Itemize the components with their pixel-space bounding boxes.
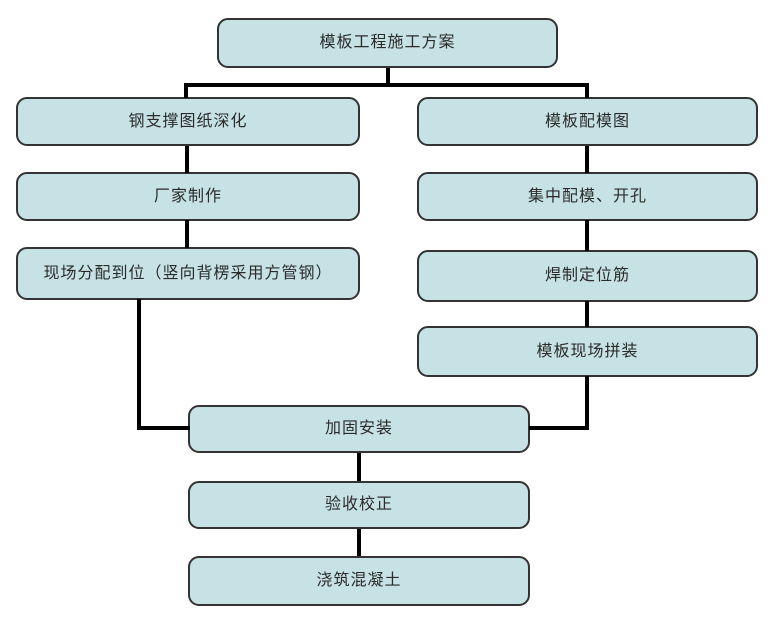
node-formwork-site-assembly: 模板现场拼装 <box>417 326 758 377</box>
connector-left-2-3 <box>185 220 189 248</box>
node-pour-concrete: 浇筑混凝土 <box>188 556 530 606</box>
connector-right-1-2 <box>585 146 589 173</box>
connector-left-1-2 <box>185 146 189 173</box>
connector-merged-1-2 <box>357 453 361 481</box>
node-steel-support-drawing: 钢支撑图纸深化 <box>16 97 360 146</box>
node-formwork-layout-drawing: 模板配模图 <box>417 97 758 146</box>
connector-right-merge-vertical <box>585 376 589 430</box>
connector-root-stem <box>386 68 390 85</box>
connector-left-merge-horizontal <box>137 426 190 430</box>
node-construction-plan: 模板工程施工方案 <box>217 18 558 68</box>
node-acceptance-correction: 验收校正 <box>188 481 530 529</box>
connector-right-merge-horizontal <box>529 426 589 430</box>
connector-right-3-4 <box>585 301 589 327</box>
node-factory-fabrication: 厂家制作 <box>16 172 360 221</box>
node-site-distribution: 现场分配到位（竖向背楞采用方管钢） <box>16 247 360 300</box>
connector-top-split-horizontal <box>184 83 589 87</box>
node-reinforcement-installation: 加固安装 <box>188 405 530 453</box>
connector-merged-2-3 <box>357 529 361 556</box>
connector-right-branch-drop <box>585 83 589 98</box>
node-centralized-formwork-drilling: 集中配模、开孔 <box>417 172 758 221</box>
connector-left-merge-vertical <box>137 299 141 430</box>
connector-left-branch-drop <box>184 83 188 98</box>
node-welded-positioning-bars: 焊制定位筋 <box>417 250 758 302</box>
connector-right-2-3 <box>585 220 589 251</box>
